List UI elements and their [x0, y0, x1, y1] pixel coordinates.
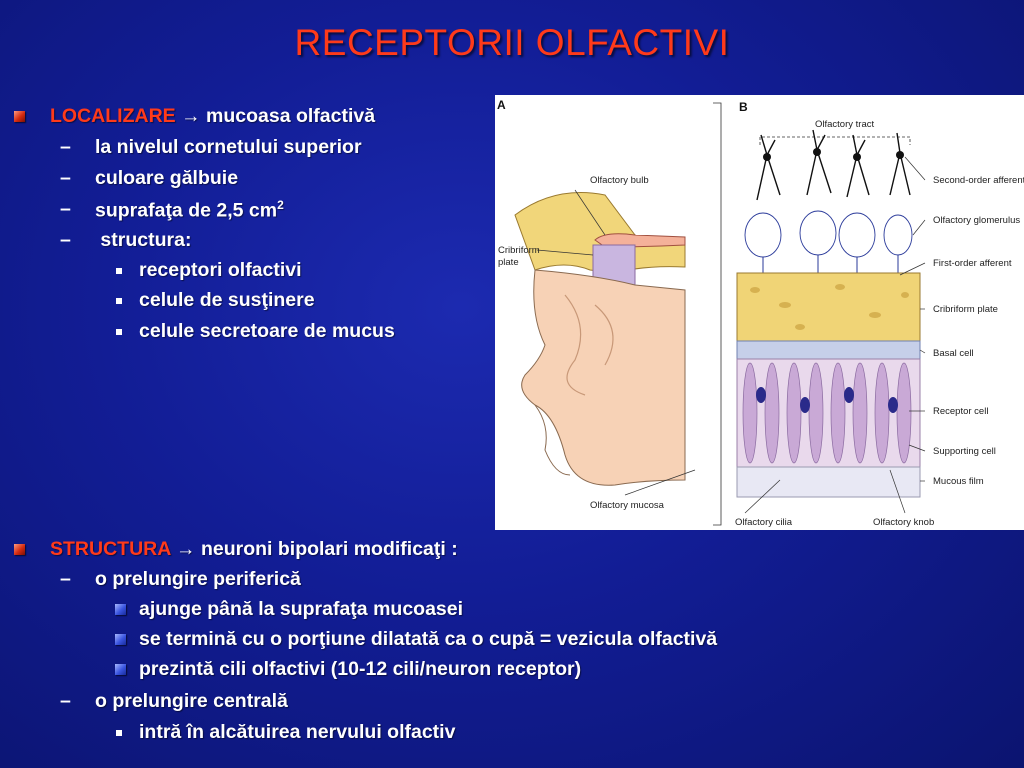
list-item: o prelungire centrală — [95, 690, 288, 712]
localizare-label: LOCALIZARE — [50, 105, 176, 127]
dash-icon: – — [60, 198, 71, 220]
label-first-order-afferent: First-order afferent — [933, 258, 1012, 269]
dash-icon: – — [60, 167, 71, 189]
list-item: o prelungire periferică — [95, 568, 301, 590]
label-cribriform-plate: Cribriform plate — [933, 304, 998, 315]
label-olfactory-bulb: Olfactory bulb — [590, 175, 649, 186]
label-olfactory-tract: Olfactory tract — [815, 119, 874, 130]
list-item: suprafaţa de 2,5 cm2 — [95, 198, 284, 223]
dash-icon: – — [60, 136, 71, 158]
label-cribriform: Cribriform — [498, 245, 540, 256]
panel-a-label: A — [497, 98, 506, 112]
label-plate: plate — [498, 257, 519, 268]
square-bullet-icon — [116, 730, 122, 736]
olfactory-diagram: A Olfactory bulb Cribriform plate Olfact… — [497, 98, 1024, 528]
list-item: celule de susţinere — [139, 289, 315, 311]
square-bullet-icon — [116, 329, 122, 335]
blue-bullet-icon — [115, 634, 126, 645]
list-item: culoare gălbuie — [95, 167, 239, 189]
list-item: la nivelul cornetului superior — [95, 136, 362, 158]
section-bullet-icon — [14, 111, 25, 122]
structura-value: → neuroni bipolari modificaţi : — [176, 538, 458, 560]
label-olfactory-knob: Olfactory knob — [873, 517, 934, 528]
list-item: structura: — [95, 229, 192, 251]
label-mucous-film: Mucous film — [933, 476, 984, 487]
list-item: ajunge până la suprafaţa mucoasei — [139, 598, 464, 620]
dash-icon: – — [60, 568, 71, 590]
list-item: se termină cu o porţiune dilatată ca o c… — [139, 628, 718, 650]
olfactory-anatomy-figure: A Olfactory bulb Cribriform plate Olfact… — [495, 95, 1024, 530]
blue-bullet-icon — [115, 664, 126, 675]
localizare-value: → mucoasa olfactivă — [181, 105, 376, 127]
label-olfactory-cilia: Olfactory cilia — [735, 517, 793, 528]
list-item: prezintă cili olfactivi (10-12 cili/neur… — [139, 658, 582, 680]
label-olfactory-glomerulus: Olfactory glomerulus — [933, 215, 1020, 226]
square-bullet-icon — [116, 298, 122, 304]
label-olfactory-mucosa: Olfactory mucosa — [590, 500, 665, 511]
label-supporting-cell: Supporting cell — [933, 446, 996, 457]
blue-bullet-icon — [115, 604, 126, 615]
panel-b-label: B — [739, 100, 748, 114]
square-bullet-icon — [116, 268, 122, 274]
label-second-order-afferent: Second-order afferent — [933, 175, 1024, 186]
structura-label: STRUCTURA — [50, 538, 171, 560]
section-bullet-icon — [14, 544, 25, 555]
surface-text: suprafaţa de 2,5 cm — [95, 199, 278, 222]
superscript-text: 2 — [277, 198, 284, 212]
label-receptor-cell: Receptor cell — [933, 406, 988, 417]
list-item: intră în alcătuirea nervului olfactiv — [139, 721, 456, 743]
page-title: RECEPTORII OLFACTIVI — [294, 22, 730, 63]
structura-heading: STRUCTURA → neuroni bipolari modificaţi … — [50, 538, 458, 561]
list-item: celule secretoare de mucus — [139, 320, 395, 342]
list-item: receptori olfactivi — [139, 259, 302, 281]
label-basal-cell: Basal cell — [933, 348, 974, 359]
localizare-heading: LOCALIZARE → mucoasa olfactivă — [50, 105, 375, 128]
dash-icon: – — [60, 229, 71, 251]
dash-icon: – — [60, 690, 71, 712]
